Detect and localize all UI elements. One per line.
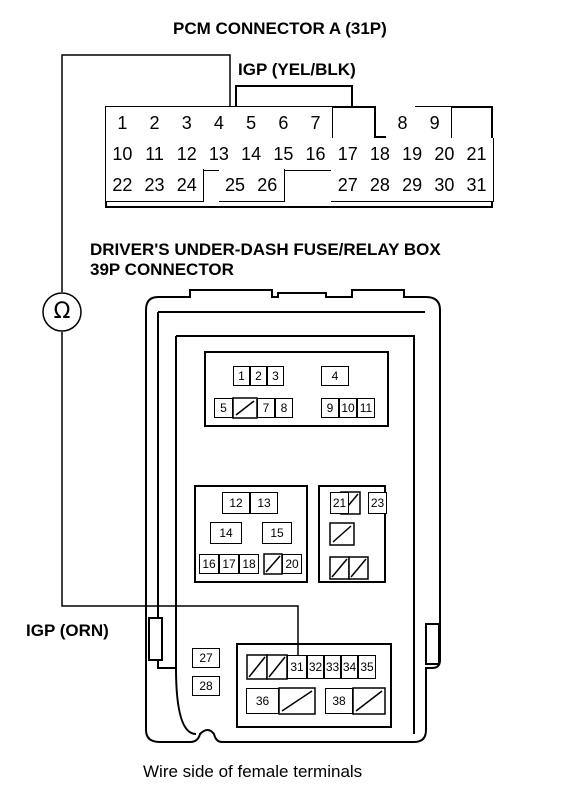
pcm-pin-10: 10 bbox=[106, 138, 140, 171]
pcm-pin-26: 26 bbox=[250, 169, 285, 202]
fuse-pin-9: 9 bbox=[321, 398, 339, 418]
blank-cavities bbox=[232, 397, 386, 715]
fuse-pin-17: 17 bbox=[219, 554, 239, 574]
fuse-pin-27: 27 bbox=[192, 648, 220, 668]
fuse-pin-13: 13 bbox=[250, 492, 278, 514]
fuse-pin-21: 21 bbox=[330, 492, 349, 514]
fuse-pin-3: 3 bbox=[267, 366, 284, 386]
pcm-pin-20: 20 bbox=[428, 138, 462, 171]
fuse-pin-11: 11 bbox=[357, 398, 375, 418]
pcm-pin-6: 6 bbox=[267, 107, 301, 140]
igp-pcm-label: IGP (YEL/BLK) bbox=[238, 60, 356, 79]
fuse-box-blocks bbox=[194, 351, 392, 728]
fuse-pin-7: 7 bbox=[257, 398, 275, 418]
fuse-pin-32: 32 bbox=[307, 655, 324, 679]
pcm-pin-1: 1 bbox=[106, 107, 140, 140]
fuse-pin-36: 36 bbox=[246, 688, 279, 714]
pcm-pin-25: 25 bbox=[218, 169, 253, 202]
fuse-pin-33: 33 bbox=[324, 655, 341, 679]
fuse-pin-38: 38 bbox=[325, 688, 353, 714]
fuse-pin-10: 10 bbox=[339, 398, 357, 418]
fuse-pin-20: 20 bbox=[282, 554, 302, 574]
pcm-pin-3: 3 bbox=[170, 107, 205, 140]
fuse-pin-1: 1 bbox=[233, 366, 250, 386]
pcm-pin-18: 18 bbox=[363, 138, 398, 171]
pcm-pin-15: 15 bbox=[267, 138, 301, 171]
fuse-pin-8: 8 bbox=[275, 398, 293, 418]
pcm-pin-22: 22 bbox=[106, 169, 140, 202]
fuse-box-title-line2: 39P CONNECTOR bbox=[90, 260, 234, 279]
pcm-pin-16: 16 bbox=[299, 138, 333, 171]
pcm-pin-21: 21 bbox=[460, 138, 494, 171]
pcm-pin-7: 7 bbox=[299, 107, 333, 140]
pcm-connector-title: PCM CONNECTOR A (31P) bbox=[173, 19, 387, 38]
fuse-pin-28: 28 bbox=[192, 676, 220, 696]
pcm-pin-23: 23 bbox=[138, 169, 172, 202]
fuse-pin-4: 4 bbox=[321, 366, 349, 386]
ohmmeter-icon: Ω bbox=[53, 299, 71, 324]
fuse-pin-18: 18 bbox=[239, 554, 259, 574]
fuse-pin-15: 15 bbox=[262, 522, 292, 544]
pcm-pin-24: 24 bbox=[170, 169, 205, 202]
pcm-pin-4: 4 bbox=[202, 107, 237, 140]
fuse-pin-14: 14 bbox=[210, 522, 242, 544]
fuse-pin-35: 35 bbox=[358, 655, 376, 679]
fuse-pin-31: 31 bbox=[287, 655, 307, 679]
pcm-pin-19: 19 bbox=[395, 138, 430, 171]
pcm-pin-29: 29 bbox=[395, 169, 430, 202]
igp-fuse-label: IGP (ORN) bbox=[26, 621, 109, 640]
fuse-pin-23: 23 bbox=[368, 492, 387, 514]
pcm-pin-12: 12 bbox=[170, 138, 205, 171]
wire-side-caption: Wire side of female terminals bbox=[143, 762, 363, 781]
fuse-pin-2: 2 bbox=[250, 366, 267, 386]
fuse-box-housing bbox=[145, 289, 441, 743]
ohmmeter-wire bbox=[42, 54, 299, 670]
fuse-pin-5: 5 bbox=[214, 398, 233, 418]
pcm-pin-31: 31 bbox=[460, 169, 494, 202]
fuse-pin-16: 16 bbox=[199, 554, 219, 574]
pcm-pin-13: 13 bbox=[202, 138, 237, 171]
pcm-pin-9: 9 bbox=[418, 107, 453, 140]
fuse-box-title-line1: DRIVER'S UNDER-DASH FUSE/RELAY BOX bbox=[90, 240, 441, 259]
pcm-pin-2: 2 bbox=[138, 107, 172, 140]
fuse-pin-12: 12 bbox=[222, 492, 250, 514]
pcm-pin-14: 14 bbox=[234, 138, 269, 171]
pcm-pin-30: 30 bbox=[428, 169, 462, 202]
pcm-pin-11: 11 bbox=[138, 138, 172, 171]
pcm-pin-27: 27 bbox=[331, 169, 366, 202]
pcm-pin-5: 5 bbox=[234, 107, 269, 140]
pcm-pin-8: 8 bbox=[386, 107, 420, 140]
pcm-pin-28: 28 bbox=[363, 169, 398, 202]
fuse-pin-34: 34 bbox=[341, 655, 358, 679]
pcm-pin-17: 17 bbox=[331, 138, 366, 171]
